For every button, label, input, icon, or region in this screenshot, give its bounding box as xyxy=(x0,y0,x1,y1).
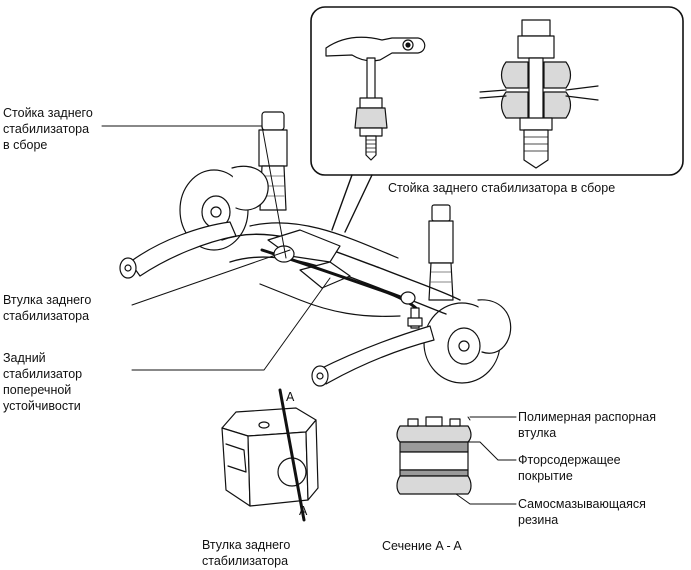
right-brake-disc xyxy=(423,299,512,384)
left-trailing-arm xyxy=(119,221,237,279)
fluorine-coating-label: Фторсодержащее покрытие xyxy=(518,453,621,483)
stabilizer-bar-label: Задний стабилизатор поперечной устойчиво… xyxy=(3,351,83,413)
left-shock-absorber xyxy=(258,111,288,211)
rear-axle-beam xyxy=(221,222,461,317)
inset-link-section-view xyxy=(479,19,599,169)
stabilizer-bushing-label: Втулка заднего стабилизатора xyxy=(3,293,92,323)
right-shock-absorber xyxy=(428,204,454,301)
inset-link-side-view xyxy=(325,36,426,161)
bushing-3d-view xyxy=(221,388,319,522)
section-caption: Сечение A - A xyxy=(382,539,462,553)
self-lubricating-rubber-label: Самосмазывающаяся резина xyxy=(518,497,646,527)
bushing-caption: Втулка заднего стабилизатора xyxy=(202,538,291,568)
section-mark-top: A xyxy=(286,390,295,404)
section-mark-bottom: A xyxy=(299,504,308,518)
inset-caption: Стойка заднего стабилизатора в сборе xyxy=(388,181,616,195)
stabilizer-link-label: Стойка заднего стабилизатора в сборе xyxy=(3,106,93,152)
right-trailing-arm xyxy=(311,325,435,387)
bushing-section-view xyxy=(396,416,472,495)
polymer-bushing-label: Полимерная распорная втулка xyxy=(518,410,656,440)
